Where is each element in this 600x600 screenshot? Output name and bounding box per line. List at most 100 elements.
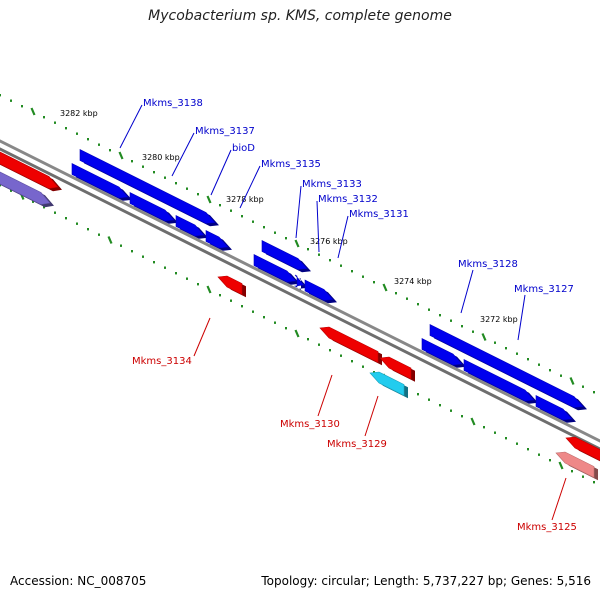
minor-tick [285,327,287,330]
scale-ticks-inner [0,184,595,484]
major-tick [558,461,564,470]
minor-tick [560,374,562,377]
minor-tick [153,171,155,174]
gene-feature [71,163,132,201]
minor-tick [329,349,331,352]
gene-label-line [517,294,526,341]
gene-labels: Mkms_3138Mkms_3137bioDMkms_3135Mkms_3133… [132,98,577,533]
scale-label: 3274 kbp [394,277,432,286]
minor-tick [76,222,78,225]
major-tick [107,236,113,244]
scale-label: 3280 kbp [142,153,180,162]
gene-feature [369,371,408,399]
gene-label: Mkms_3133 [302,179,362,190]
minor-tick [164,266,166,269]
gene-label: Mkms_3129 [327,439,387,450]
minor-tick [516,442,518,445]
minor-tick [142,255,144,258]
minor-tick [197,193,199,196]
minor-tick [318,343,320,346]
minor-tick [131,250,133,253]
gene-feature [129,192,178,224]
gene-label-lines [119,104,567,521]
scale-label: 3278 kbp [226,195,264,204]
minor-tick [186,187,188,190]
gene-label: Mkms_3132 [318,194,378,205]
minor-tick [549,369,551,372]
gene-feature [429,324,587,411]
minor-tick [406,297,408,300]
minor-tick [483,426,485,429]
gene-feature [205,230,232,251]
minor-tick [175,272,177,275]
scale-ticks-outer [0,94,595,394]
major-tick [382,283,388,292]
gene-label-line [210,149,232,196]
gene-label: Mkms_3127 [514,284,574,295]
minor-tick [54,211,56,214]
minor-tick [439,404,441,407]
minor-tick [329,259,331,262]
minor-tick [505,347,507,350]
gene-feature [555,451,598,481]
minor-tick [593,391,595,394]
minor-tick [32,200,34,203]
minor-tick [549,459,551,462]
minor-tick [362,365,364,368]
gene-label: Mkms_3131 [349,209,409,220]
minor-tick [494,341,496,344]
gene-feature [175,215,208,239]
gene-label-line [119,104,143,149]
minor-tick [219,294,221,297]
gene-feature [463,359,538,404]
gene-feature [319,326,382,366]
minor-tick [461,415,463,418]
minor-tick [318,253,320,256]
minor-tick [43,206,45,209]
gene-label: Mkms_3135 [261,159,321,170]
minor-tick [252,220,254,223]
minor-tick [98,233,100,236]
minor-tick [373,371,375,374]
gene-label: Mkms_3137 [195,126,255,137]
gene-feature [379,356,415,382]
minor-tick [351,270,353,273]
gene-label-line [337,215,349,259]
minor-tick [175,182,177,185]
minor-tick [340,264,342,267]
minor-tick [219,204,221,207]
minor-tick [527,358,529,361]
minor-tick [373,281,375,284]
backbone-line-inner [0,147,600,451]
minor-tick [87,138,89,141]
minor-tick [395,292,397,295]
minor-tick [10,189,12,192]
minor-tick [230,209,232,212]
minor-tick [274,231,276,234]
minor-tick [109,149,111,152]
gene-feature [261,240,311,273]
gene-feature [0,151,62,192]
minor-tick [362,275,364,278]
minor-tick [131,160,133,163]
minor-tick [65,217,67,220]
gene-label-line [171,132,195,177]
scale-label: 3272 kbp [480,315,518,324]
minor-tick [450,319,452,322]
minor-tick [582,475,584,478]
minor-tick [593,481,595,484]
minor-tick [87,228,89,231]
gene-feature [0,171,54,208]
gene-label-line [193,317,211,357]
minor-tick [527,448,529,451]
gene-label: Mkms_3134 [132,356,192,367]
minor-tick [252,310,254,313]
minor-tick [10,99,12,102]
minor-tick [142,165,144,168]
minor-tick [428,398,430,401]
minor-tick [43,116,45,119]
minor-tick [230,299,232,302]
gene-label-line [239,165,261,209]
